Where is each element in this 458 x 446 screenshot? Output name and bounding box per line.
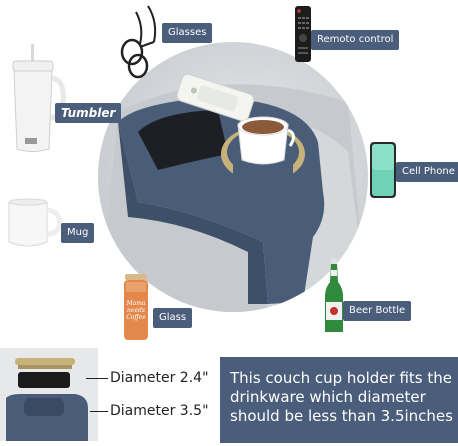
holder-detail-photo (0, 348, 98, 441)
mug-label: Mug (61, 223, 95, 243)
note-line-3: should be less than 3.5inches (230, 407, 453, 425)
remote-control-icon (293, 5, 313, 68)
glass-jar-icon: Mama needs Coffee (120, 274, 152, 347)
diameter-top-pointer (86, 378, 108, 379)
remote-label: Remoto control (311, 30, 400, 50)
diameter-bottom-label: Diameter 3.5" (110, 403, 209, 419)
beer-bottle-label: Beer Bottle (343, 301, 412, 321)
size-note-panel (220, 357, 458, 443)
glass-jar-text: Mama needs Coffee (126, 300, 146, 321)
diameter-bottom-pointer (90, 411, 108, 412)
cell-phone-icon (369, 141, 397, 204)
product-photo (98, 42, 368, 312)
eyeglasses-icon (118, 2, 162, 85)
diameter-top-label: Diameter 2.4" (110, 370, 209, 386)
note-line-2: drinkware which diameter (230, 388, 426, 406)
cell-phone-label: Cell Phone (396, 162, 458, 182)
couch-cup-holder-illustration (98, 73, 368, 312)
beer-bottle-icon (323, 258, 345, 339)
tumbler-label: Tumbler (55, 103, 122, 123)
glass-label: Glass (153, 308, 193, 328)
size-note-text: This couch cup holder fits the drinkware… (230, 369, 454, 426)
note-line-1: This couch cup holder fits the (230, 369, 452, 387)
mug-icon (7, 198, 63, 255)
glasses-label: Glasses (162, 23, 213, 43)
